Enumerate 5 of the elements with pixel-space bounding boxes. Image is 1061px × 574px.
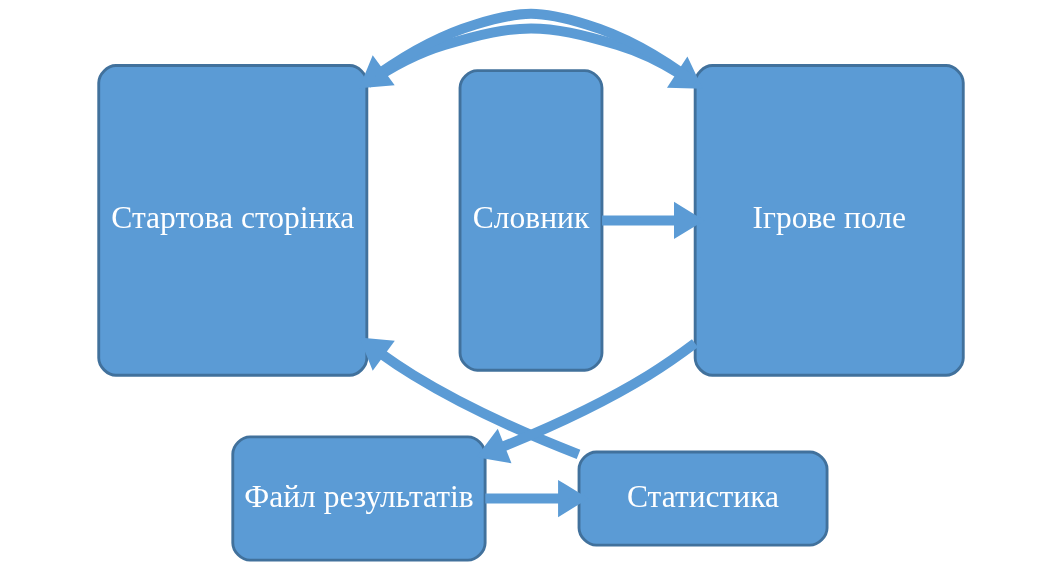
node-box: Статистика xyxy=(577,450,828,547)
node-box: Файл результатів xyxy=(230,435,487,562)
node-box: Стартова сторінка xyxy=(96,64,368,377)
node-box: Словник xyxy=(458,69,603,372)
node-box: Ігрове поле xyxy=(693,64,965,377)
